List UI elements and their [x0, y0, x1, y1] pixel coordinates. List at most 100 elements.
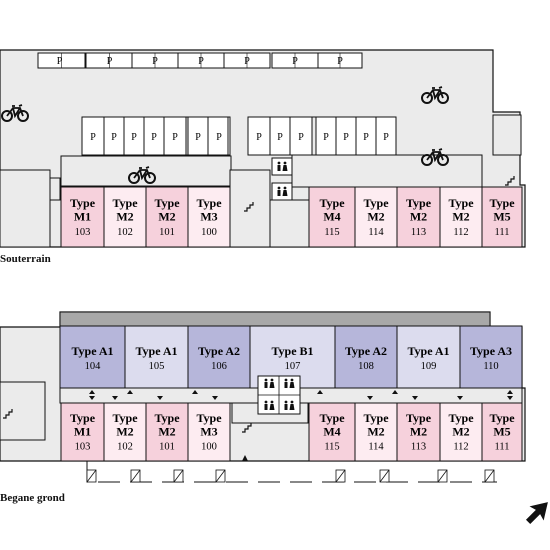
storage-room	[492, 114, 522, 156]
unit-number: 104	[85, 361, 102, 372]
door-arrow	[507, 390, 513, 394]
unit-type-code: M2	[116, 424, 133, 438]
unit-type-code: M1	[74, 210, 91, 224]
door-arrow	[157, 396, 163, 400]
unit-type: Type	[196, 196, 222, 210]
door-arrow	[192, 390, 198, 394]
door-arrow	[89, 396, 95, 400]
unit-type-code: M3	[200, 424, 217, 438]
unit-number: 112	[453, 441, 468, 452]
north-arrow-icon	[525, 502, 548, 525]
stairs-icon	[505, 176, 515, 186]
door-arrow	[507, 396, 513, 400]
souterrain-units: TypeM1103TypeM2102TypeM2101TypeM3100Type…	[60, 186, 523, 248]
unit-type-code: M4	[323, 424, 340, 438]
door-arrow	[127, 390, 133, 394]
unit-type-code: M4	[323, 210, 340, 224]
unit-type: Type	[70, 411, 96, 425]
door-arrow	[89, 390, 95, 394]
ground-unit-105[interactable]: Type A1 105	[124, 325, 189, 389]
unit-type: Type	[489, 411, 515, 425]
ground-unit-110[interactable]: Type A3 110	[459, 325, 523, 389]
floor-label-souterrain: Souterrain	[0, 253, 51, 265]
parking-pair	[223, 52, 271, 69]
unit-type: Type	[154, 411, 180, 425]
unit-type: Type	[363, 196, 389, 210]
unit-type: Type	[319, 196, 345, 210]
parking-space: P	[375, 116, 397, 156]
unit-type-code: M2	[367, 210, 384, 224]
parking-symbol: P	[363, 132, 369, 143]
unit-number: 113	[411, 441, 426, 452]
unit-type: Type A3	[470, 344, 512, 358]
parking-symbol: P	[244, 56, 250, 67]
unit-type-code: M2	[158, 424, 175, 438]
bicycle-icon	[128, 166, 156, 184]
technical-room	[0, 169, 51, 248]
unit-type-code: M5	[493, 424, 510, 438]
unit-type: Type	[448, 196, 474, 210]
balconies	[86, 461, 497, 483]
unit-type: Type	[448, 411, 474, 425]
bicycle-icon	[1, 104, 29, 122]
unit-type: Type	[406, 196, 432, 210]
parking-pair	[317, 52, 363, 69]
lift-souterrain	[269, 199, 311, 248]
toilet-icon	[284, 400, 295, 410]
door-arrow	[392, 390, 398, 394]
toilet-icon	[277, 161, 288, 171]
unit-type-code: M2	[158, 210, 175, 224]
unit-number: 102	[117, 227, 133, 238]
unit-number: 110	[483, 361, 498, 372]
unit-type: Type	[406, 411, 432, 425]
unit-type-code: M3	[200, 210, 217, 224]
unit-number: 114	[368, 227, 384, 238]
unit-number: 102	[117, 441, 133, 452]
parking-space: P	[103, 116, 125, 156]
parking-symbol: P	[90, 132, 96, 143]
unit-number: 111	[495, 227, 510, 238]
unit-type-code: M2	[410, 424, 427, 438]
unit-number: 108	[358, 361, 374, 372]
unit-type: Type A1	[135, 344, 177, 358]
door-arrow	[457, 396, 463, 400]
unit-type: Type	[112, 411, 138, 425]
toilet-room-2	[271, 182, 293, 201]
balcony	[484, 469, 495, 483]
parking-space: P	[163, 116, 187, 156]
toilet-room-1	[271, 157, 293, 176]
unit-type: Type	[154, 196, 180, 210]
unit-type-code: M1	[74, 424, 91, 438]
unit-number: 100	[201, 441, 217, 452]
unit-type-code: M2	[367, 424, 384, 438]
bicycle-icon	[421, 86, 449, 104]
unit-number: 105	[149, 361, 165, 372]
door-arrow	[412, 396, 418, 400]
parking-symbol: P	[298, 132, 304, 143]
parking-space: P	[315, 116, 337, 156]
